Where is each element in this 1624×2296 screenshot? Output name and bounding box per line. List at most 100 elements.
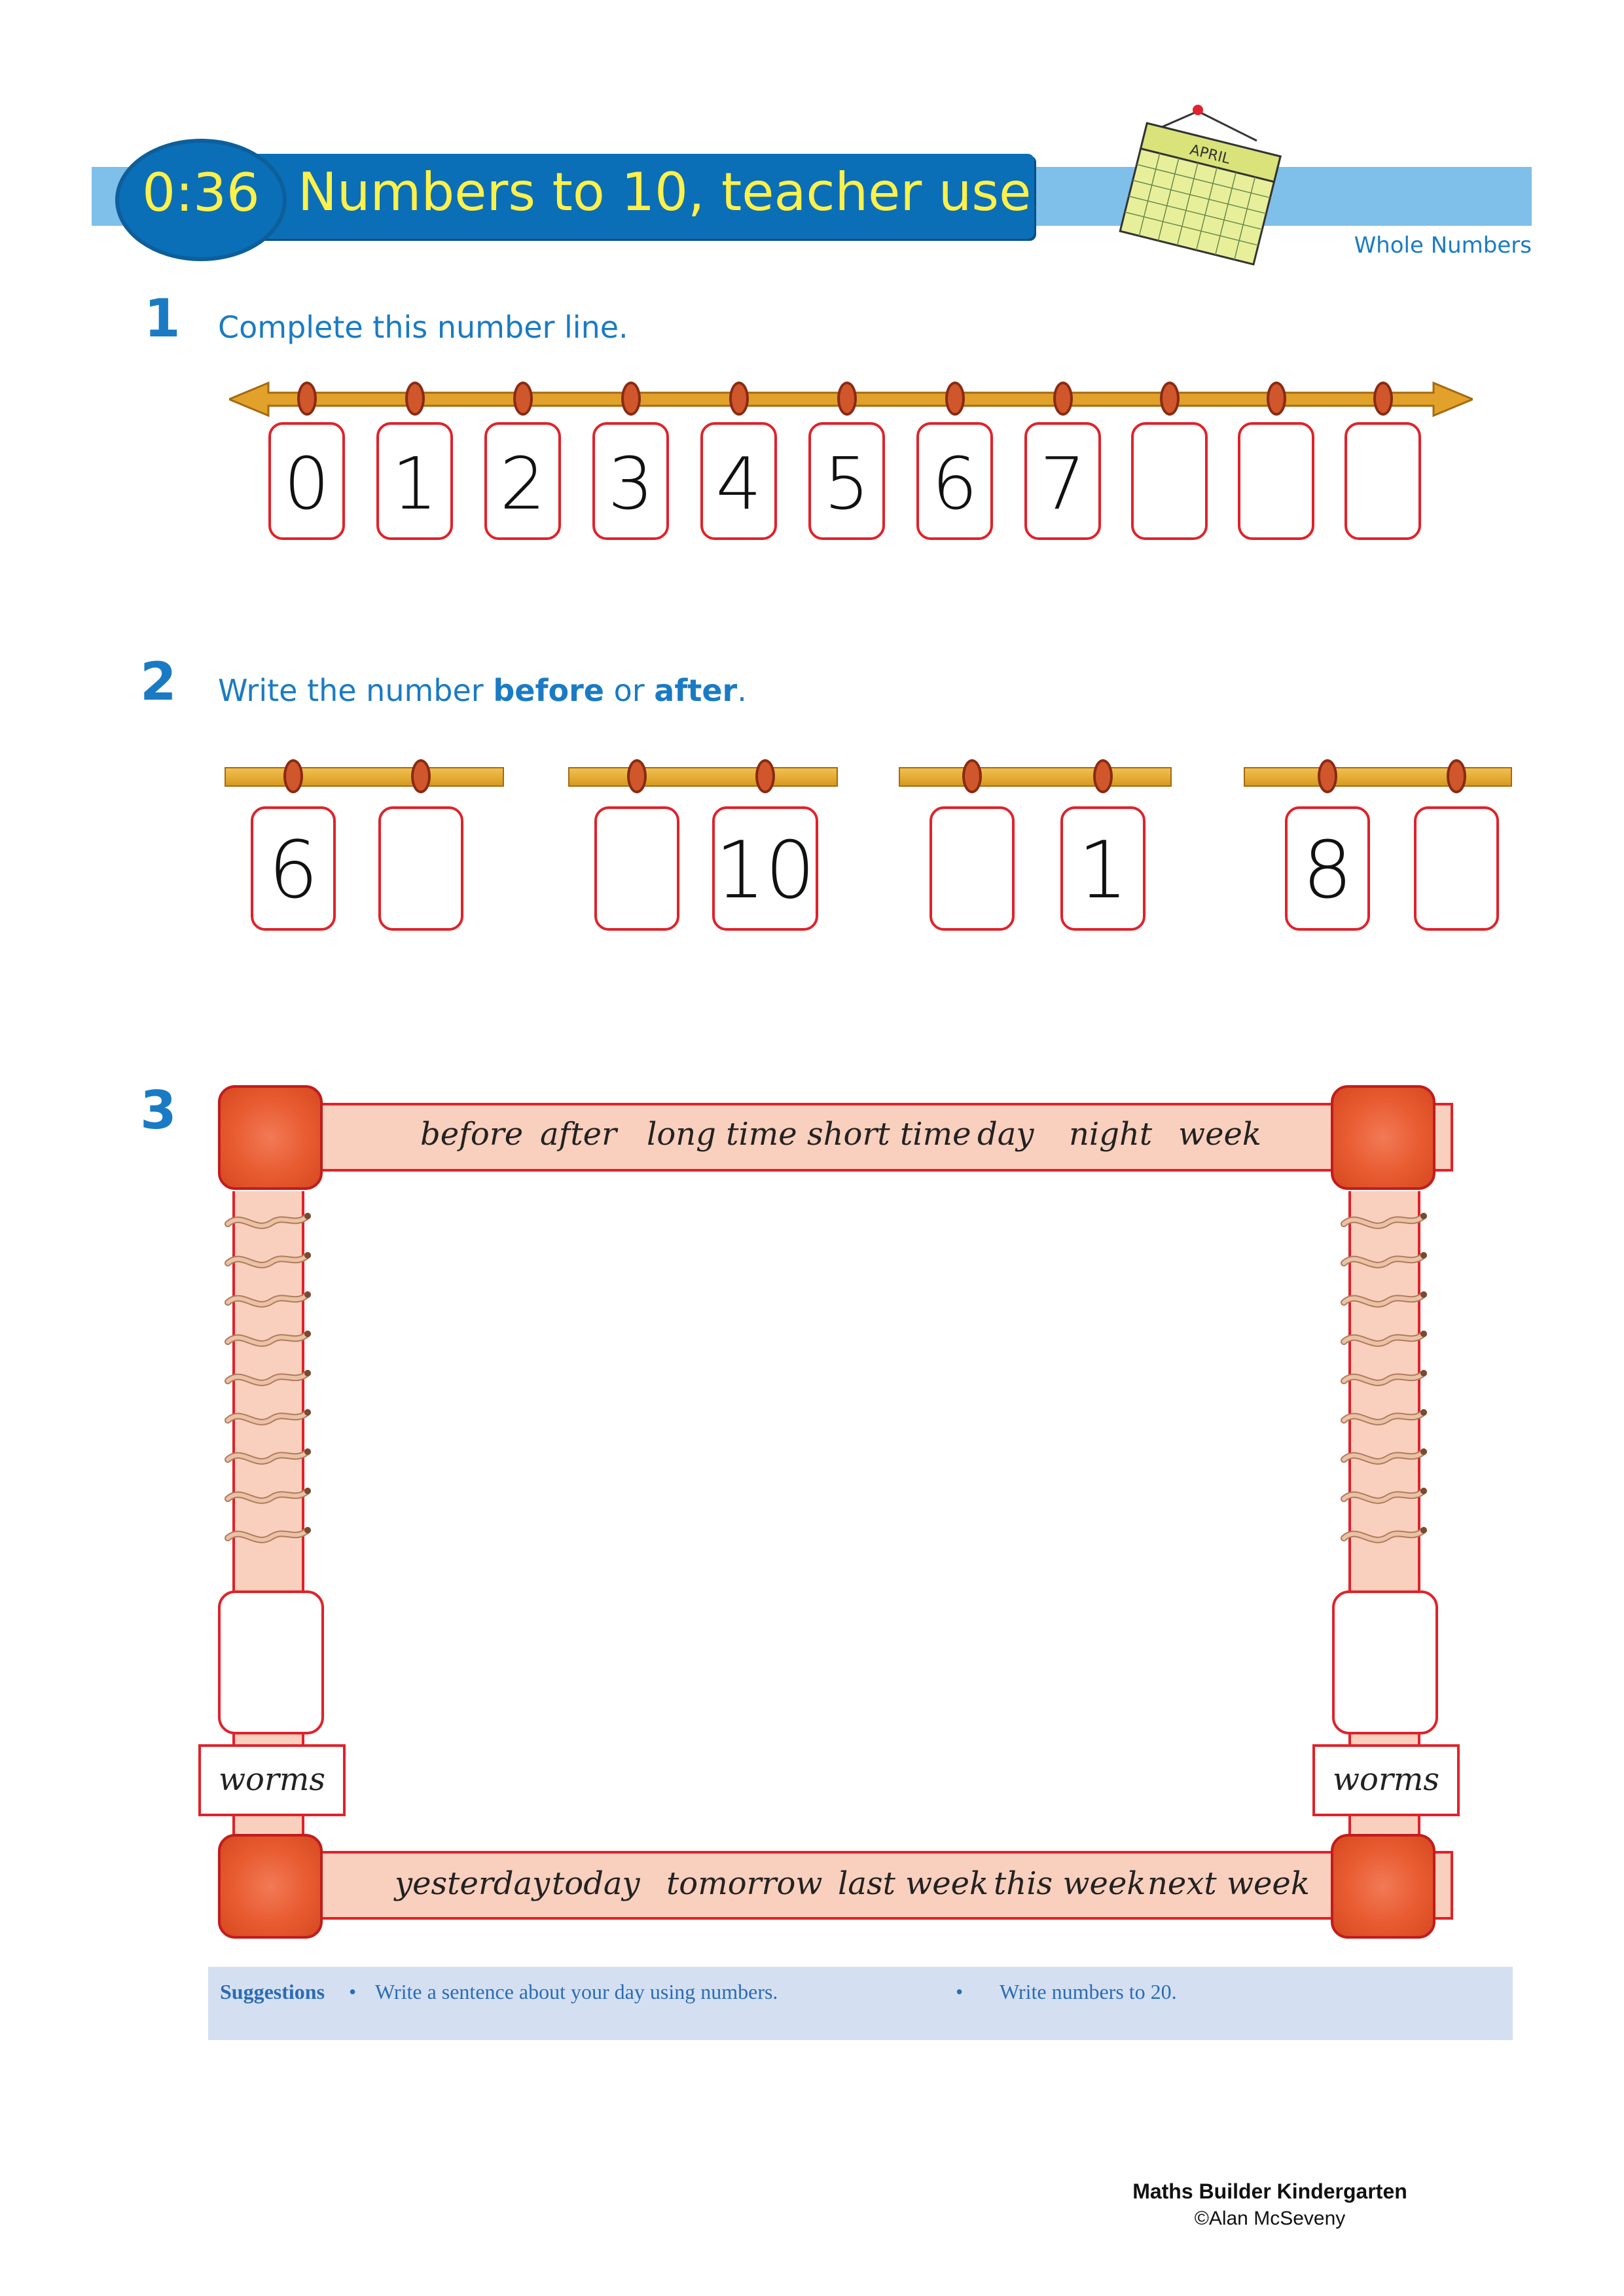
worm-icon: [1339, 1479, 1430, 1519]
worm-icon: [223, 1244, 314, 1283]
number-line-card: 1: [376, 422, 453, 540]
worms-label-left: worms: [198, 1744, 346, 1816]
worm-icon: [223, 1283, 314, 1323]
title-box: [216, 154, 1034, 239]
instruction-before: before: [493, 673, 604, 708]
card-hanger-ring: [1447, 759, 1466, 793]
answer-card[interactable]: [378, 806, 463, 931]
card-hanger-ring: [513, 382, 533, 416]
number-line-card[interactable]: [1131, 422, 1208, 540]
card-hanger-ring: [962, 759, 982, 793]
frame-corner-bottom-right: [1331, 1834, 1435, 1939]
worm-icon: [223, 1401, 314, 1441]
number-card: 8: [1285, 806, 1370, 931]
number-line-card[interactable]: [1238, 422, 1314, 540]
hanging-rod: [899, 767, 1172, 787]
hanging-rod: [1244, 767, 1512, 787]
word-yesterday: yesterday: [395, 1865, 550, 1902]
instruction-part: or: [604, 673, 655, 708]
number-line-card: 3: [592, 422, 669, 540]
worm-icon: [1339, 1204, 1430, 1244]
lesson-badge: [115, 139, 287, 261]
question-1-number: 1: [144, 288, 181, 349]
word-next-week: next week: [1147, 1865, 1310, 1902]
worm-icon: [223, 1479, 314, 1519]
card-hanger-ring: [621, 382, 641, 416]
word-before: before: [420, 1116, 524, 1153]
card-hanger-ring: [837, 382, 857, 416]
worm-icon: [223, 1204, 314, 1244]
worm-icon: [1339, 1518, 1430, 1558]
worm-icon: [1339, 1440, 1430, 1480]
card-hanger-ring: [1266, 382, 1286, 416]
question-1-instruction: Complete this number line.: [218, 310, 628, 345]
worm-icon: [223, 1440, 314, 1480]
word-short-time: short time: [807, 1116, 971, 1153]
footer-book-title: Maths Builder Kindergarten: [1132, 2179, 1407, 2203]
suggestions-panel: [208, 1967, 1513, 2040]
footer-copyright: ©Alan McSeveny: [1194, 2208, 1346, 2229]
number-card: 6: [251, 806, 336, 931]
suggestion-item-1: Write a sentence about your day using nu…: [375, 1980, 778, 2003]
word-this-week: this week: [994, 1865, 1146, 1902]
card-hanger-ring: [283, 759, 303, 793]
question-2-number: 2: [140, 651, 177, 712]
number-card: 10: [712, 806, 818, 931]
worms-label-right: worms: [1312, 1744, 1460, 1816]
card-hanger-ring: [1373, 382, 1393, 416]
instruction-part: .: [737, 673, 747, 708]
suggestion-bullet: •: [349, 1980, 357, 2003]
topic-label: Whole Numbers: [1354, 232, 1532, 259]
suggestion-item-2: Write numbers to 20.: [1000, 1980, 1177, 2003]
question-2-instruction: Write the number before or after.: [218, 673, 747, 708]
worm-icon: [1339, 1361, 1430, 1401]
word-tomorrow: tomorrow: [666, 1865, 823, 1902]
frame-corner-top-right: [1331, 1085, 1435, 1190]
word-long-time: long time: [647, 1116, 797, 1153]
number-line-card: 5: [808, 422, 885, 540]
worm-icon: [1339, 1401, 1430, 1441]
frame-corner-top-left: [218, 1085, 323, 1190]
hanging-rod: [568, 767, 838, 787]
number-line-card: 2: [484, 422, 561, 540]
word-week: week: [1178, 1116, 1261, 1153]
answer-card[interactable]: [594, 806, 679, 931]
word-day: day: [977, 1116, 1034, 1153]
worm-icon: [223, 1322, 314, 1362]
lesson-code: 0:36: [142, 162, 260, 223]
number-line-card[interactable]: [1344, 422, 1421, 540]
instruction-after: after: [654, 673, 738, 708]
question-3-number: 3: [140, 1080, 177, 1141]
word-night: night: [1069, 1116, 1153, 1153]
word-after: after: [540, 1116, 617, 1153]
page-title: Numbers to 10, teacher use: [298, 162, 1032, 223]
card-hanger-ring: [729, 382, 749, 416]
number-line-card: 6: [916, 422, 993, 540]
frame-corner-bottom-left: [218, 1834, 323, 1939]
card-hanger-ring: [1053, 382, 1073, 416]
card-hanger-ring: [1093, 759, 1113, 793]
card-hanger-ring: [755, 759, 775, 793]
number-line-card: 0: [268, 422, 345, 540]
answer-card[interactable]: [929, 806, 1015, 931]
frame-bottom-bar: [275, 1851, 1453, 1920]
card-hanger-ring: [405, 382, 425, 416]
number-line-card: 4: [700, 422, 777, 540]
card-hanger-ring: [411, 759, 431, 793]
card-hanger-ring: [1159, 382, 1180, 416]
suggestion-bullet: •: [956, 1980, 964, 2003]
worm-icon: [1339, 1322, 1430, 1362]
instruction-part: Write the number: [218, 673, 494, 708]
number-line-card: 7: [1024, 422, 1101, 540]
word-today: today: [552, 1865, 640, 1902]
worm-icon: [223, 1518, 314, 1558]
frame-top-bar: [275, 1103, 1453, 1172]
card-hanger-ring: [1318, 759, 1337, 793]
worm-icon: [1339, 1244, 1430, 1283]
worm-count-box-left[interactable]: [218, 1590, 324, 1734]
hanging-rod: [225, 767, 504, 787]
word-last-week: last week: [838, 1865, 989, 1902]
card-hanger-ring: [627, 759, 647, 793]
answer-card[interactable]: [1414, 806, 1499, 931]
worm-count-box-right[interactable]: [1332, 1590, 1438, 1734]
